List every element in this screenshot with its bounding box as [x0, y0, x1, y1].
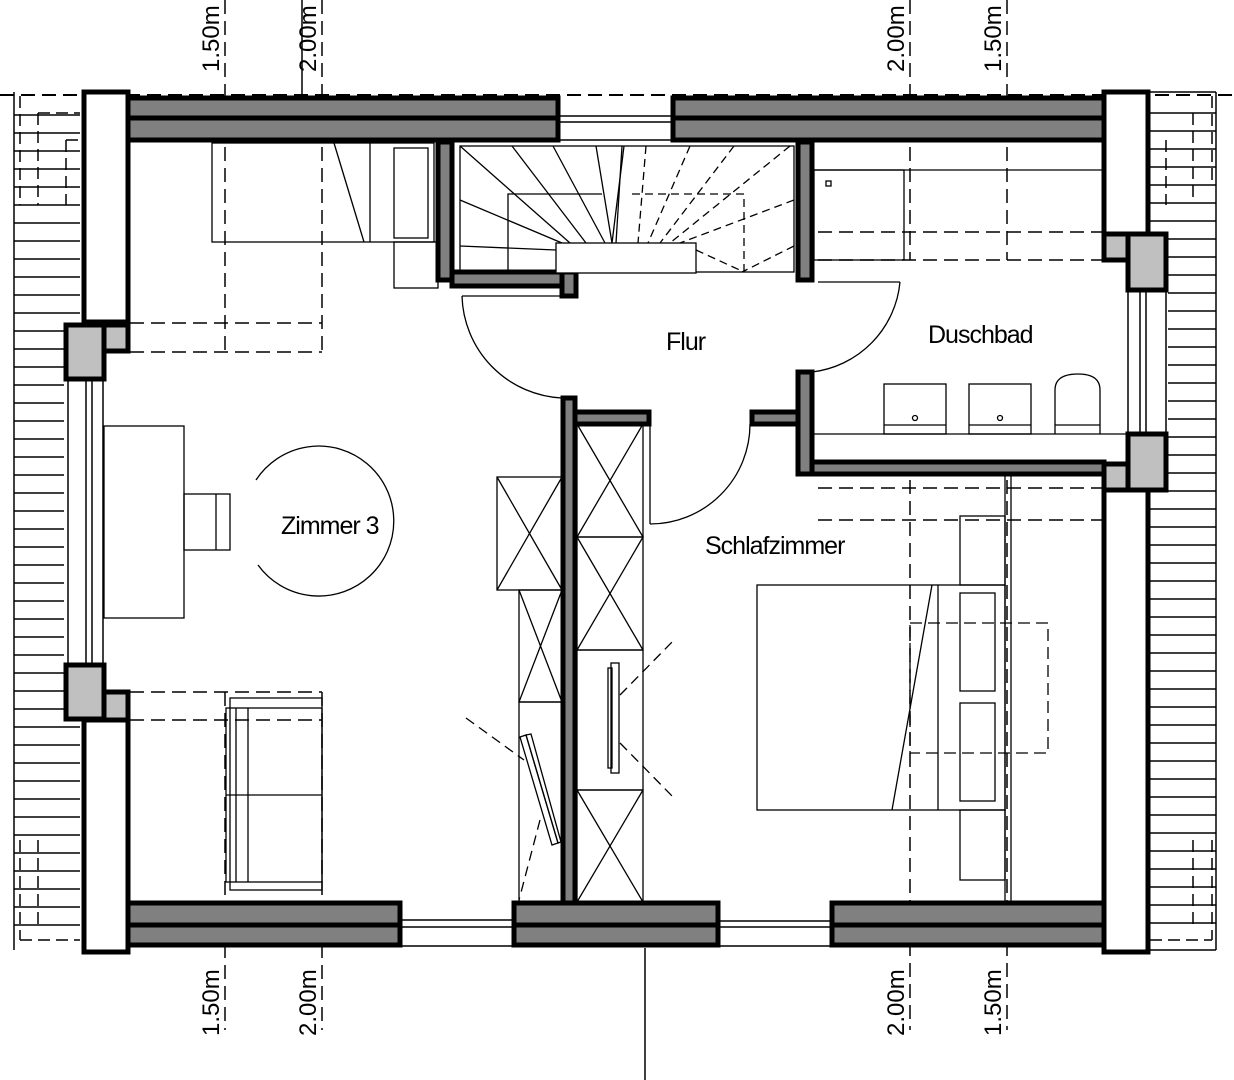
- gable-wall-left: [81, 89, 131, 955]
- roof-hatching-right: [1150, 91, 1217, 951]
- roof-hatching-left: [13, 92, 80, 950]
- dim-label-bottom-3: 2.00m: [883, 969, 910, 1036]
- interior-walls: [435, 139, 1107, 906]
- window-bottom: [400, 919, 832, 947]
- window-top: [558, 115, 673, 141]
- window-right: [1127, 290, 1167, 434]
- window-left: [67, 380, 104, 664]
- dim-label-bottom-4: 1.50m: [980, 969, 1007, 1036]
- exterior-wall-top: [125, 95, 1107, 143]
- columns-right: [1101, 231, 1169, 493]
- dim-label-top-1: 1.50m: [198, 5, 225, 72]
- dim-label-top-2: 2.00m: [295, 5, 322, 72]
- room-label-flur: Flur: [666, 328, 706, 356]
- staircase: [459, 145, 795, 274]
- room-label-duschbad: Duschbad: [928, 321, 1033, 349]
- room-label-schlafzimmer: Schlafzimmer: [705, 532, 845, 560]
- gable-wall-right: [1101, 89, 1151, 955]
- dim-label-bottom-2: 2.00m: [295, 969, 322, 1036]
- exterior-wall-bottom: [125, 900, 1107, 948]
- schlafzimmer-furniture: [576, 423, 1049, 903]
- zimmer3-furniture: [103, 142, 563, 903]
- room-label-zimmer3: Zimmer 3: [281, 512, 379, 540]
- dim-label-top-4: 1.50m: [980, 5, 1007, 72]
- dim-label-top-3: 2.00m: [883, 5, 910, 72]
- columns-left: [63, 322, 131, 723]
- duschbad-fixtures: [812, 169, 1128, 435]
- dimension-guides: [130, 0, 1104, 1030]
- dim-label-bottom-1: 1.50m: [198, 969, 225, 1036]
- door-swings: [461, 281, 901, 525]
